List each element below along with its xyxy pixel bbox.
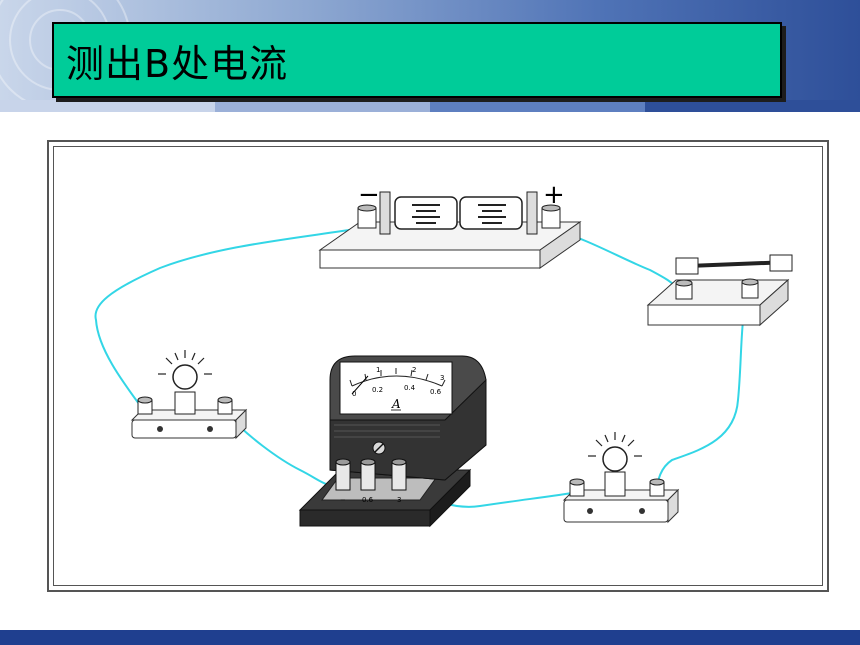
slide-title: 测出B处电流 [66,41,289,86]
left-bulb [130,350,248,440]
battery-minus-sign: − [358,180,380,210]
right-bulb [562,432,680,524]
ammeter-terminal-label-3: 3 [397,496,401,504]
ammeter-scale-bottom-1: 0.2 [372,386,383,394]
wire-battery-to-left-bulb [94,227,363,413]
ammeter-scale-bottom-3: 0.6 [430,388,442,396]
ammeter-scale-bottom-0: 0 [352,390,356,398]
switch [646,254,793,327]
ammeter: 1 2 3 0 0.2 0.4 0.6 A − 0.6 3 [298,355,487,528]
ammeter-unit-letter: A [391,397,401,411]
ammeter-scale-top-2: 2 [412,366,416,374]
ammeter-terminal-label-06: 0.6 [362,496,374,504]
footer-band [0,630,860,645]
battery-plus-sign: + [543,180,565,210]
ammeter-scale-bottom-2: 0.4 [404,384,416,392]
wire-switch-to-right-bulb [655,291,749,493]
battery: − + [318,180,582,269]
slide-title-box: 测出B处电流 [52,22,782,98]
ammeter-scale-top-3: 3 [440,374,444,382]
circuit-frame-inner [53,146,823,586]
ammeter-terminal-label-minus: − [340,496,346,504]
ammeter-scale-top-1: 1 [376,366,380,374]
